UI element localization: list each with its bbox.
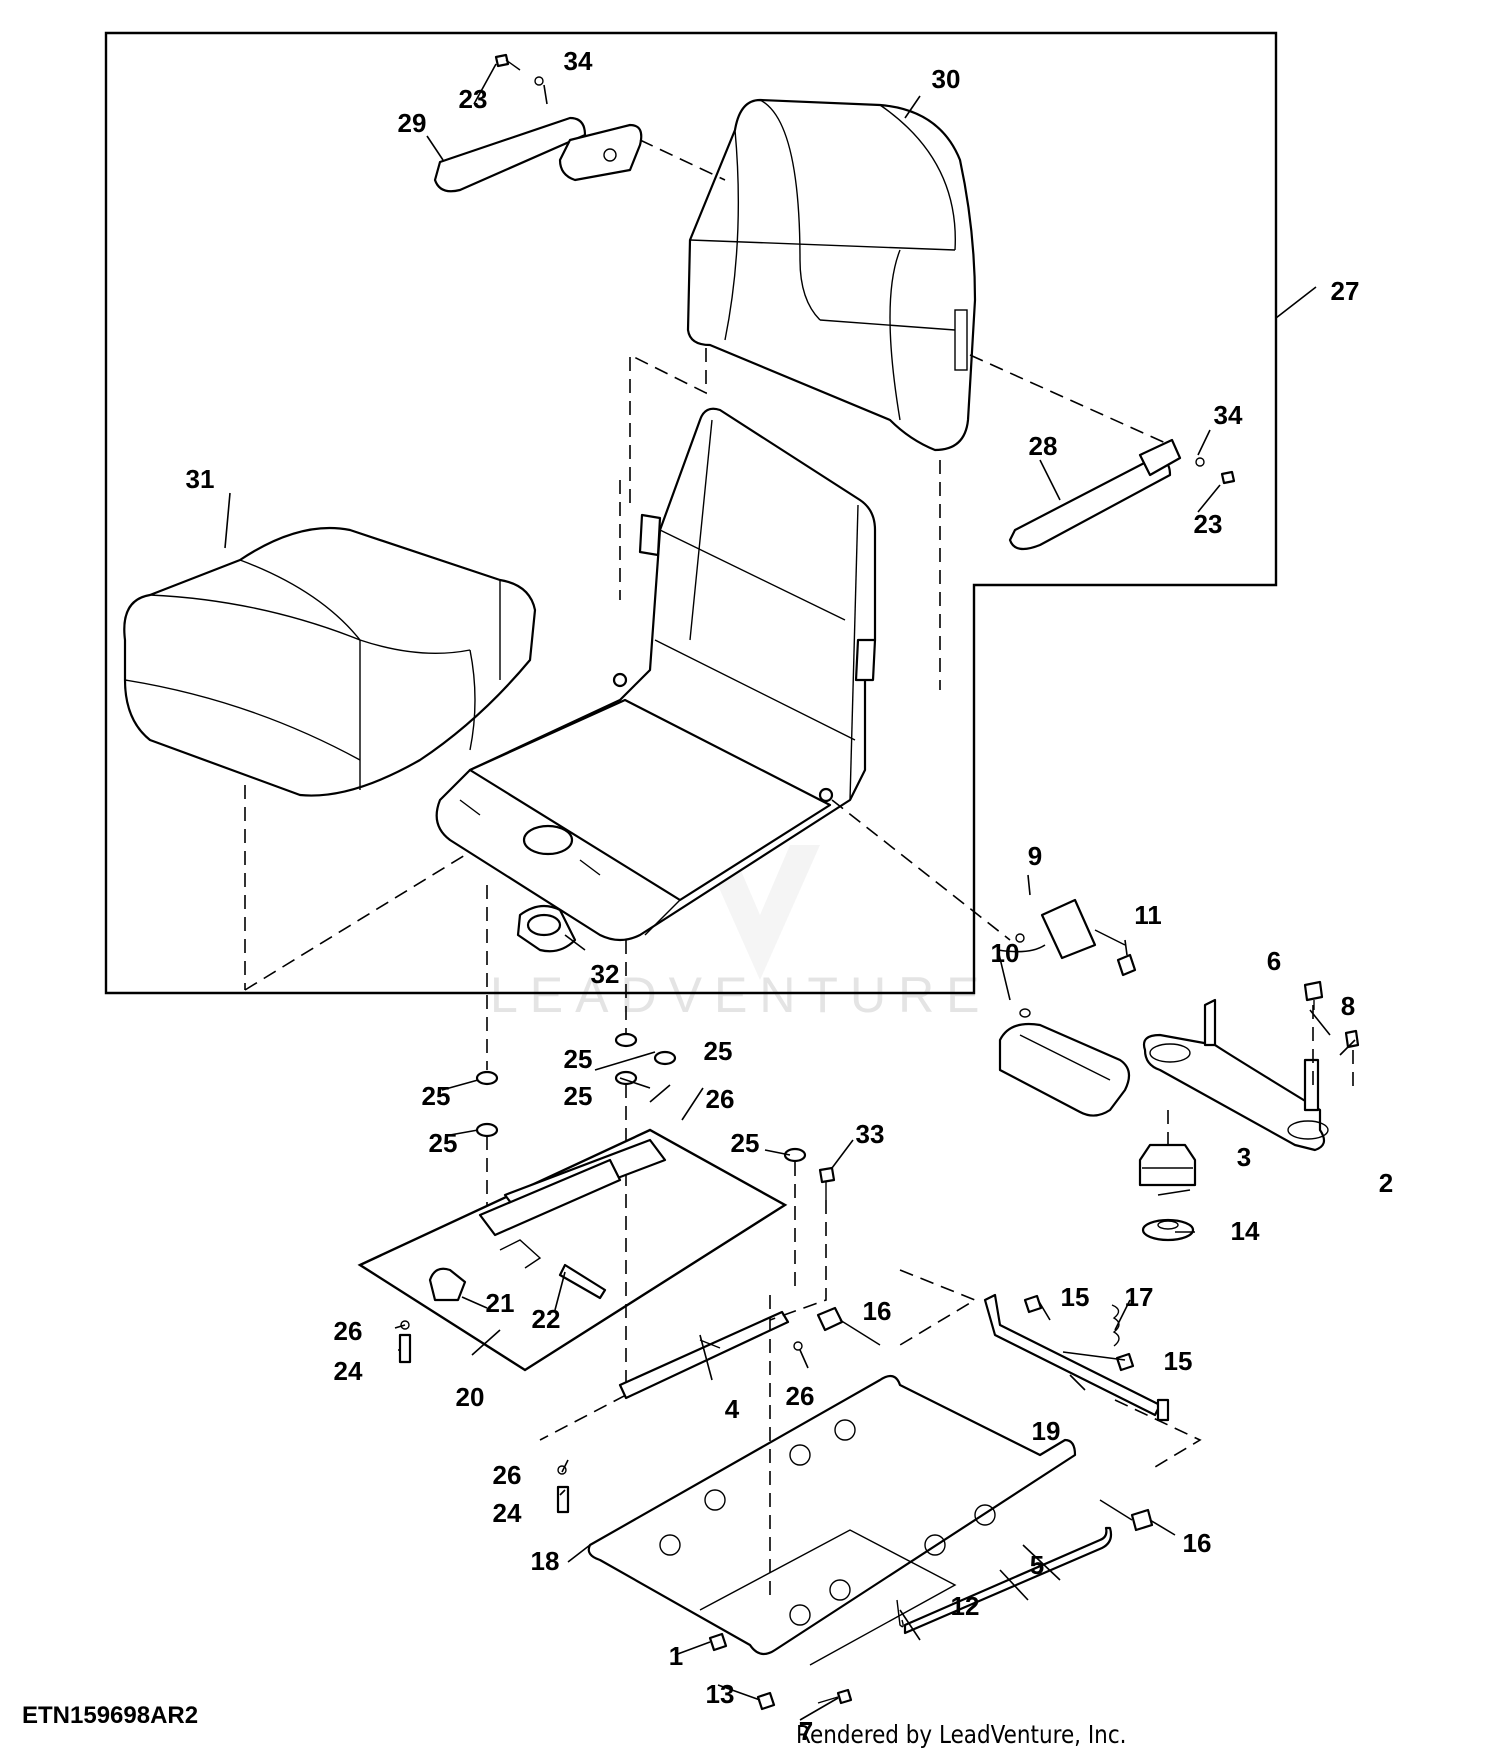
nut-15-top (1023, 1294, 1043, 1314)
figure-id: ETN159698AR2 (22, 1702, 199, 1729)
washer-26 (793, 1341, 803, 1351)
callout-19: 19 (1032, 1416, 1061, 1446)
armrest-right (1008, 438, 1182, 551)
bolt-6 (1303, 980, 1324, 1010)
handle-21 (428, 1267, 467, 1302)
callout-3: 3 (1237, 1142, 1251, 1172)
callout-27: 27 (1331, 276, 1360, 306)
callout-labels: 34 23 29 30 27 28 34 23 31 32 9 11 10 6 … (186, 46, 1394, 1746)
render-credit: Rendered by LeadVenture, Inc. (796, 1720, 1127, 1749)
callout-31: 31 (186, 464, 215, 494)
callout-26-a: 26 (706, 1084, 735, 1114)
callout-25-e: 25 (429, 1128, 458, 1158)
callout-13: 13 (706, 1679, 735, 1709)
callout-33: 33 (856, 1119, 885, 1149)
callout-30: 30 (932, 64, 961, 94)
callout-17: 17 (1125, 1282, 1154, 1312)
slide-assembly (357, 1128, 788, 1372)
callout-26-c: 26 (786, 1381, 815, 1411)
callout-16-top: 16 (863, 1296, 892, 1326)
callout-5: 5 (1030, 1550, 1044, 1580)
callout-25-f: 25 (731, 1128, 760, 1158)
callout-23-top: 23 (459, 84, 488, 114)
callout-25-d: 25 (564, 1081, 593, 1111)
callout-4: 4 (725, 1394, 740, 1424)
callout-29: 29 (398, 108, 427, 138)
bolt-7 (817, 1688, 853, 1705)
callout-26-d: 26 (493, 1460, 522, 1490)
callout-24-b: 24 (493, 1498, 522, 1528)
washer-9 (1015, 933, 1025, 943)
bolt-23-top (494, 53, 544, 86)
washer-14 (1141, 1218, 1195, 1242)
mount-bracket (1142, 998, 1329, 1152)
callout-24-a: 24 (334, 1356, 363, 1386)
callout-6: 6 (1267, 946, 1281, 976)
switch-plate (516, 904, 577, 953)
callout-9: 9 (1028, 841, 1042, 871)
callout-25-c: 25 (422, 1081, 451, 1111)
callout-15-bottom: 15 (1164, 1346, 1193, 1376)
callout-25-a: 25 (564, 1044, 593, 1074)
pin-12 (896, 1599, 904, 1628)
nut-15-bottom (1115, 1352, 1135, 1372)
base-plate (587, 1374, 1077, 1666)
callout-23-right: 23 (1194, 509, 1223, 539)
callout-34-right: 34 (1214, 400, 1243, 430)
callout-8: 8 (1341, 991, 1355, 1021)
callout-20: 20 (456, 1382, 485, 1412)
callout-22: 22 (532, 1304, 561, 1334)
callout-12: 12 (951, 1591, 980, 1621)
callout-1: 1 (669, 1641, 683, 1671)
bolt-11 (1116, 953, 1137, 977)
bolt-8 (1344, 1029, 1360, 1049)
callout-15-top: 15 (1061, 1282, 1090, 1312)
seat-cushion (123, 526, 537, 797)
nut-1 (708, 1632, 728, 1652)
bolt-16-top (816, 1306, 881, 1346)
seat-belt (998, 898, 1131, 1117)
seat-back (686, 98, 977, 452)
seat-assembly-frame (104, 31, 1278, 995)
bolt-16-right (1099, 1499, 1154, 1532)
leader-lines (224, 63, 1356, 1721)
rail-4 (618, 1310, 790, 1400)
callout-32: 32 (591, 959, 620, 989)
callout-16-right: 16 (1183, 1528, 1212, 1558)
callout-7: 7 (799, 1716, 813, 1746)
callout-28: 28 (1029, 431, 1058, 461)
bolt-24-a (398, 1320, 412, 1364)
callout-10: 10 (991, 938, 1020, 968)
callout-14: 14 (1231, 1216, 1260, 1246)
watermark-text: LEADVENTURE (490, 967, 992, 1023)
callout-2: 2 (1379, 1168, 1393, 1198)
rod-5 (903, 1526, 1113, 1635)
bolt-33 (818, 1166, 836, 1200)
callout-11: 11 (1134, 900, 1162, 930)
spring-17 (1111, 1304, 1120, 1347)
callout-25-b: 25 (704, 1036, 733, 1066)
seat-frame (435, 407, 877, 942)
callout-26-b: 26 (334, 1316, 363, 1346)
isolator-3 (1138, 1143, 1197, 1187)
callout-21: 21 (486, 1288, 515, 1318)
bolt-23-right (1195, 457, 1236, 485)
callout-34-top: 34 (564, 46, 593, 76)
bolt-24-b (556, 1465, 570, 1514)
callout-18: 18 (531, 1546, 560, 1576)
lever-19 (983, 1293, 1170, 1422)
nut-13 (756, 1691, 776, 1711)
armrest-left (433, 116, 643, 193)
